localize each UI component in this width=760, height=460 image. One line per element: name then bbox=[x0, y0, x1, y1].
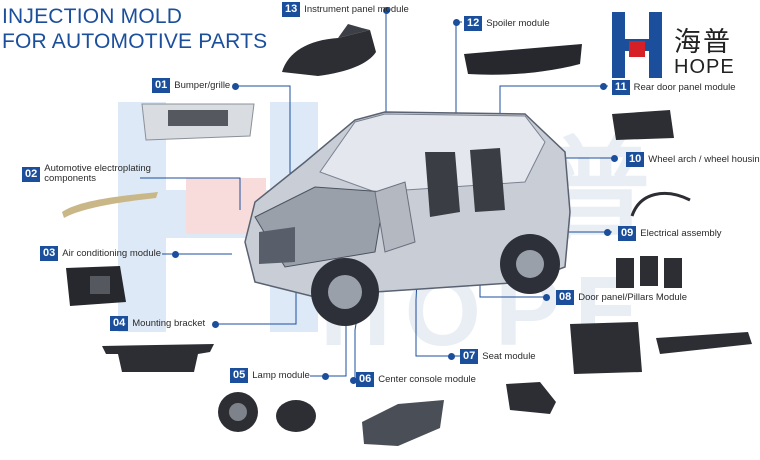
callout-dot bbox=[611, 155, 618, 162]
callout-dot bbox=[232, 83, 239, 90]
electrical-switch-part-icon bbox=[616, 256, 682, 288]
air-conditioning-part-icon bbox=[66, 266, 126, 306]
module-label-10: 10 Wheel arch / wheel housing bbox=[626, 152, 760, 167]
module-number: 08 bbox=[556, 290, 575, 305]
module-number: 09 bbox=[618, 226, 637, 241]
module-label-09: 09 Electrical assembly bbox=[618, 226, 722, 241]
title-line-2: FOR AUTOMOTIVE PARTS bbox=[2, 30, 268, 53]
callout-dot bbox=[212, 321, 219, 328]
hope-logo: 海普 HOPE bbox=[612, 12, 757, 78]
electroplating-part-icon bbox=[62, 192, 158, 218]
callout-dot bbox=[600, 83, 607, 90]
module-number: 04 bbox=[110, 316, 129, 331]
title-line-1: INJECTION MOLD bbox=[2, 5, 183, 28]
spoiler-part-icon bbox=[464, 44, 582, 75]
module-name: Spoiler module bbox=[486, 17, 550, 29]
callout-dot bbox=[350, 377, 357, 384]
center-console-part-icon bbox=[362, 400, 444, 446]
module-label-04: 04 Mounting bracket bbox=[110, 316, 205, 331]
callout-dot bbox=[604, 229, 611, 236]
logo-chinese-text: 海普 bbox=[674, 27, 732, 58]
module-number: 11 bbox=[612, 80, 630, 95]
callout-dot bbox=[448, 353, 455, 360]
module-label-12: 12 Spoiler module bbox=[464, 16, 550, 31]
module-name: Automotive electroplating components bbox=[44, 163, 151, 184]
module-label-07: 07 Seat module bbox=[460, 349, 536, 364]
module-number: 12 bbox=[464, 16, 483, 31]
door-panel-pillar-part-icon bbox=[570, 322, 752, 374]
module-label-06: 06 Center console module bbox=[356, 372, 476, 387]
rear-door-panel-part-icon bbox=[612, 110, 674, 140]
module-label-01: 01 Bumper/grille bbox=[152, 78, 230, 93]
module-name: Air conditioning module bbox=[62, 247, 162, 259]
module-name: Bumper/grille bbox=[174, 79, 231, 91]
module-label-05: 05 Lamp module bbox=[230, 368, 310, 383]
module-label-13: 13 Instrument panel module bbox=[282, 2, 409, 17]
callout-dot bbox=[383, 7, 390, 14]
module-name: Door panel/Pillars Module bbox=[578, 291, 688, 303]
mounting-bracket-part-icon bbox=[102, 344, 214, 372]
module-number: 01 bbox=[152, 78, 171, 93]
module-name: Wheel arch / wheel housing bbox=[648, 153, 760, 165]
hope-logo-mark-icon bbox=[612, 12, 662, 78]
suv-cutaway-illustration bbox=[244, 111, 571, 326]
module-number: 02 bbox=[22, 166, 41, 182]
module-number: 13 bbox=[282, 2, 301, 17]
module-label-02: 02 Automotive electroplating components bbox=[22, 164, 154, 184]
module-name: Center console module bbox=[378, 373, 476, 385]
module-number: 10 bbox=[626, 152, 645, 167]
module-name: Mounting bracket bbox=[132, 317, 206, 329]
module-label-11: 11 Rear door panel module bbox=[612, 80, 736, 95]
callout-dot bbox=[172, 251, 179, 258]
module-number: 05 bbox=[230, 368, 249, 383]
callout-dot bbox=[543, 294, 550, 301]
module-name: Seat module bbox=[482, 350, 536, 362]
module-name: Rear door panel module bbox=[633, 81, 736, 93]
callout-dot bbox=[322, 373, 329, 380]
instrument-panel-part-icon bbox=[282, 24, 376, 76]
seat-module-part-icon bbox=[506, 382, 556, 414]
module-number: 03 bbox=[40, 246, 59, 261]
logo-english-text: HOPE bbox=[674, 56, 735, 78]
module-number: 06 bbox=[356, 372, 375, 387]
module-name: Lamp module bbox=[252, 369, 310, 381]
page-title: INJECTION MOLD FOR AUTOMOTIVE PARTS bbox=[2, 4, 267, 54]
module-label-03: 03 Air conditioning module bbox=[40, 246, 161, 261]
module-name: Electrical assembly bbox=[640, 227, 722, 239]
module-number: 07 bbox=[460, 349, 479, 364]
wire-harness-part-icon bbox=[630, 191, 691, 217]
module-label-08: 08 Door panel/Pillars Module bbox=[556, 290, 687, 305]
lamp-module-part-icon bbox=[218, 392, 316, 432]
module-name: Instrument panel module bbox=[304, 3, 409, 15]
callout-dot bbox=[453, 19, 460, 26]
bumper-grille-part-icon bbox=[141, 103, 255, 141]
